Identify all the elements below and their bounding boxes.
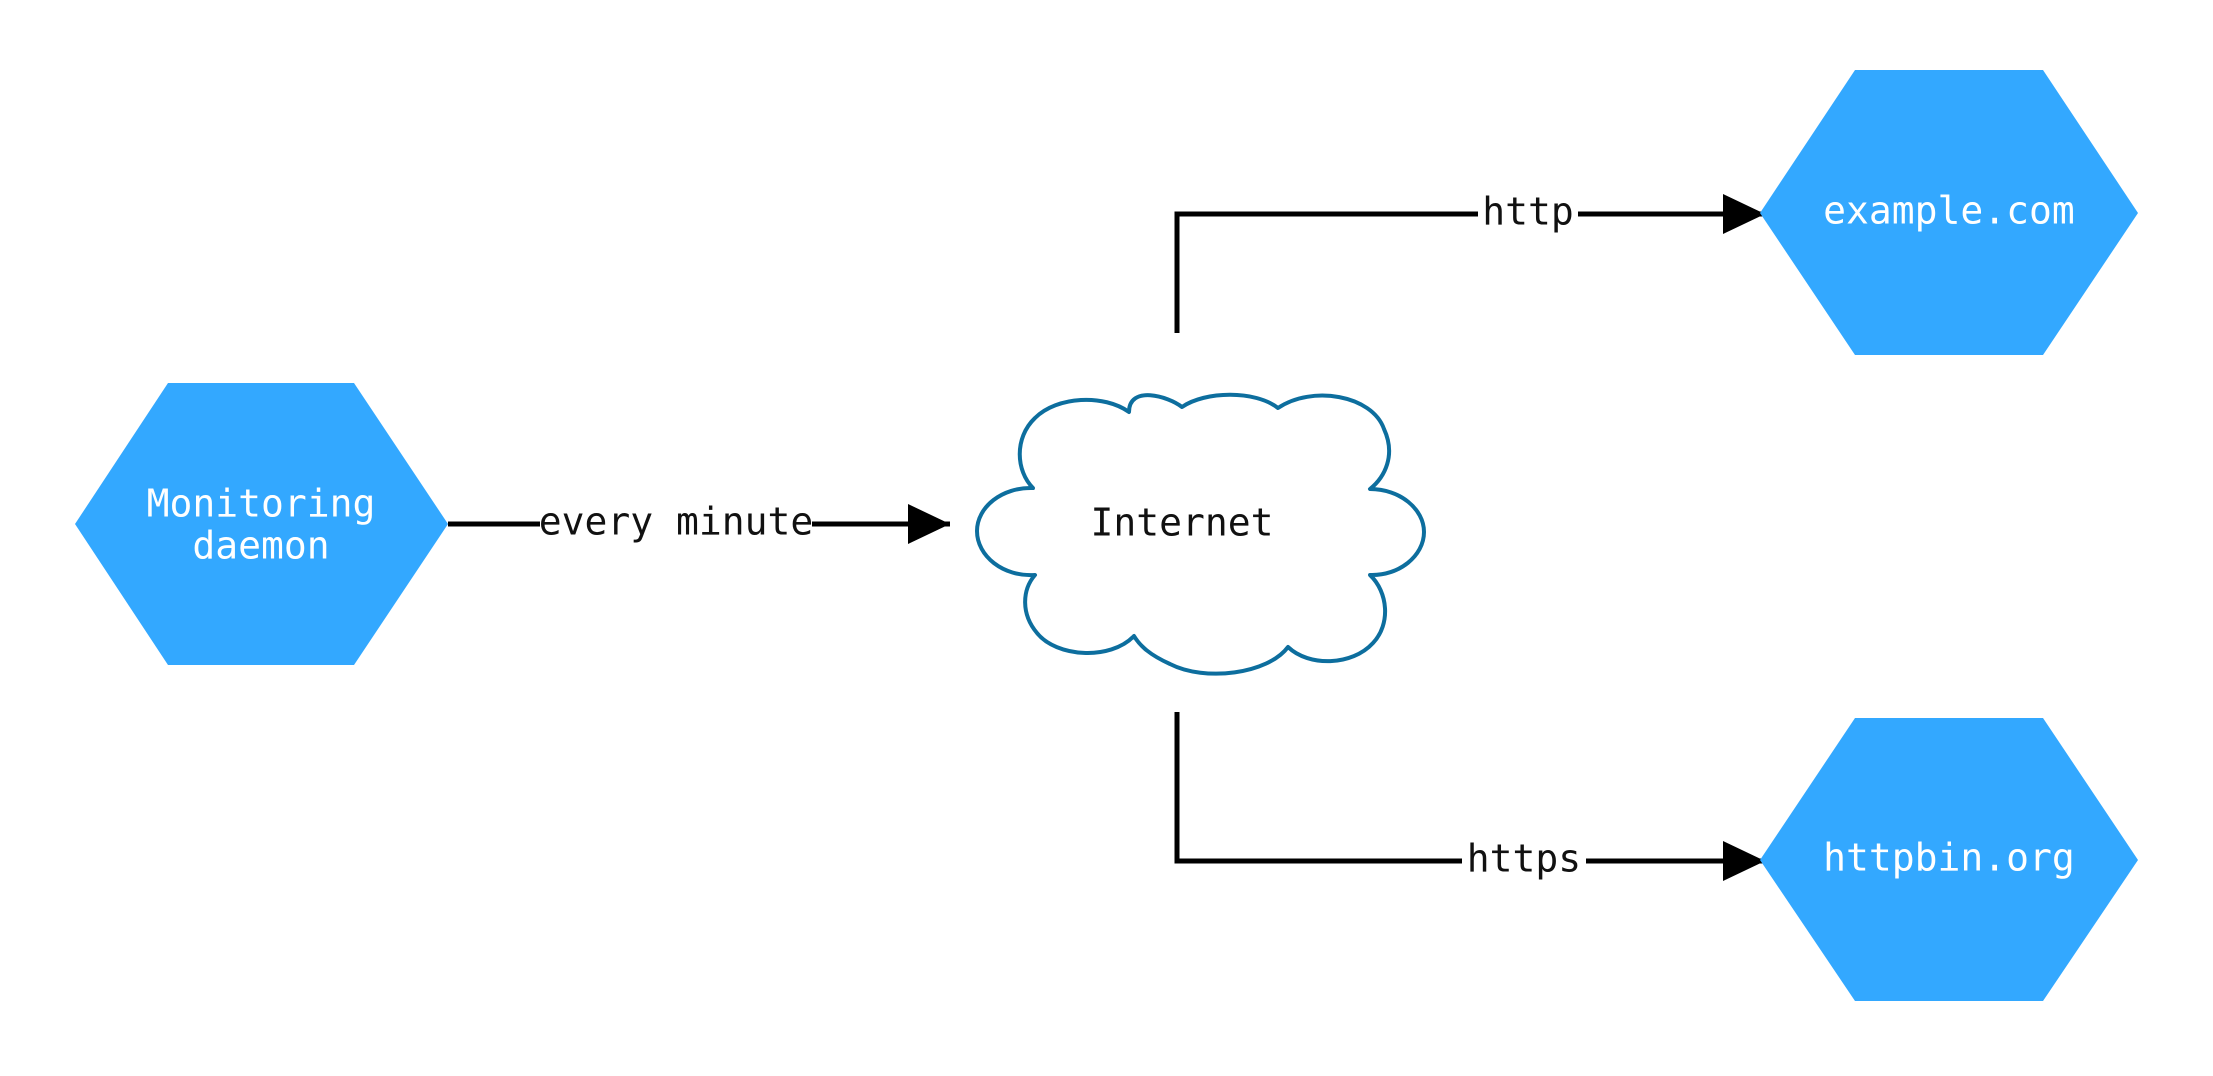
node-internet[interactable]: Internet [975, 392, 1426, 676]
edge-label-every-minute: every minute [539, 500, 814, 544]
node-label-internet: Internet [1090, 501, 1273, 545]
edge-internet-to-example: http [1174, 188, 1765, 333]
hexagon-shape-monitoring-daemon[interactable] [75, 383, 448, 665]
hexagon-shape-httpbin-org[interactable] [1760, 718, 2138, 1001]
node-label-httpbin-org: httpbin.org [1823, 836, 2075, 880]
node-httpbin-org[interactable]: httpbin.org [1760, 718, 2138, 1001]
edge-line-http [1174, 211, 1765, 333]
node-label-monitoring-daemon-line2: daemon [192, 524, 329, 568]
edge-label-backdrop-https [1462, 835, 1586, 889]
arrowhead-icon-every-minute [908, 504, 950, 544]
node-monitoring-daemon[interactable]: Monitoring daemon [75, 383, 448, 665]
edge-label-backdrop-every-minute [540, 498, 812, 552]
edge-label-http: http [1482, 190, 1574, 234]
edge-daemon-to-internet: every minute [448, 498, 950, 552]
node-label-example-com: example.com [1823, 189, 2075, 233]
edge-internet-to-httpbin: https [1174, 712, 1765, 889]
hexagon-shape-example-com[interactable] [1760, 70, 2138, 355]
node-label-monitoring-daemon-line1: Monitoring [147, 482, 376, 526]
edge-label-https: https [1467, 837, 1581, 881]
edge-label-backdrop-http [1478, 188, 1578, 242]
node-example-com[interactable]: example.com [1760, 70, 2138, 355]
arrowhead-icon-https [1723, 841, 1765, 881]
arrowhead-icon-http [1723, 194, 1765, 234]
cloud-shape-internet[interactable] [975, 392, 1426, 676]
